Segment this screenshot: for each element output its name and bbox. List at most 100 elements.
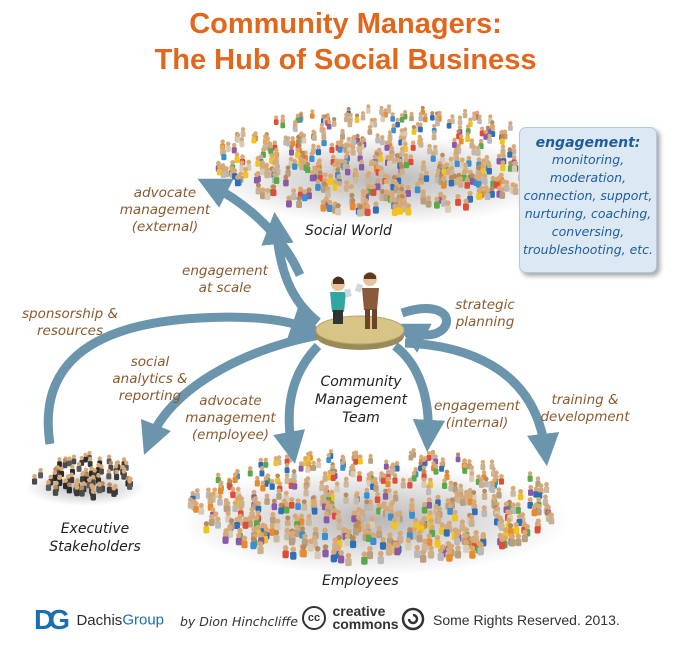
crowd-person-head bbox=[83, 467, 89, 472]
crowd-person bbox=[255, 187, 262, 195]
crowd-person-head bbox=[283, 490, 289, 496]
crowd-person-head bbox=[398, 197, 404, 203]
crowd-person-head bbox=[260, 164, 266, 169]
crowd-person-head bbox=[418, 172, 424, 178]
crowd-person bbox=[309, 155, 315, 163]
engagement-box: engagement: monitoring, moderation, conn… bbox=[519, 127, 657, 273]
crowd-person-head bbox=[411, 125, 417, 130]
crowd-person-head bbox=[334, 481, 340, 487]
crowd-person-head bbox=[316, 144, 321, 150]
crowd-person-head bbox=[348, 112, 353, 117]
crowd-person bbox=[334, 485, 340, 493]
crowd-person-head bbox=[232, 142, 237, 148]
crowd-person bbox=[527, 501, 533, 509]
crowd-person-head bbox=[265, 187, 271, 194]
crowd-person-head bbox=[63, 478, 68, 483]
crowd-person-head bbox=[524, 524, 530, 530]
crowd-person-head bbox=[349, 192, 355, 198]
crowd-person bbox=[500, 148, 506, 155]
crowd-person-head bbox=[386, 488, 392, 493]
crowd-person-head bbox=[492, 477, 497, 483]
crowd-person-head bbox=[280, 118, 285, 123]
crowd-person-head bbox=[259, 466, 265, 471]
crowd-person-head bbox=[467, 487, 473, 493]
crowd-person bbox=[230, 491, 236, 499]
crowd-person-head bbox=[537, 487, 542, 493]
crowd-person bbox=[52, 489, 59, 496]
crowd-person bbox=[276, 492, 282, 500]
crowd-person-head bbox=[330, 464, 335, 470]
crowd-person bbox=[457, 180, 464, 188]
crowd-person bbox=[508, 124, 513, 131]
crowd-person bbox=[278, 507, 284, 515]
crowd-person bbox=[454, 160, 460, 168]
crowd-person bbox=[452, 486, 458, 493]
crowd-person bbox=[407, 481, 413, 489]
crowd-person-head bbox=[366, 529, 372, 535]
crowd-person bbox=[385, 547, 393, 556]
crowd-person-head bbox=[346, 136, 352, 142]
crowd-person-head bbox=[493, 474, 498, 480]
crowd-person-head bbox=[230, 486, 236, 492]
crowd-person-head bbox=[378, 151, 383, 156]
crowd-person bbox=[345, 558, 352, 567]
crowd-person-head bbox=[53, 484, 58, 490]
crowd-person-head bbox=[444, 524, 450, 530]
crowd-person bbox=[379, 541, 387, 550]
crowd-person bbox=[534, 526, 541, 534]
crowd-person-head bbox=[310, 109, 315, 114]
engagement-item: nurturing, coaching, bbox=[524, 206, 652, 221]
crowd-person bbox=[225, 145, 231, 152]
crowd-person bbox=[448, 484, 454, 492]
crowd-person bbox=[239, 164, 245, 172]
crowd-person-head bbox=[454, 156, 460, 161]
crowd-person-head bbox=[363, 198, 369, 204]
crowd-person bbox=[489, 486, 496, 494]
crowd-person-head bbox=[54, 480, 59, 486]
crowd-person-head bbox=[343, 492, 349, 498]
flow-label-line: engagement bbox=[434, 398, 520, 414]
crowd-person bbox=[241, 540, 248, 549]
crowd-person bbox=[374, 496, 381, 504]
crowd-person-head bbox=[463, 108, 468, 113]
crowd-person bbox=[446, 122, 452, 129]
crowd-person-head bbox=[83, 452, 88, 457]
crowd-person-head bbox=[390, 112, 395, 117]
crowd-person-head bbox=[383, 488, 388, 494]
crowd-person-head bbox=[283, 174, 289, 180]
crowd-person bbox=[445, 205, 451, 213]
crowd-person bbox=[380, 116, 386, 123]
crowd-person-head bbox=[193, 501, 199, 507]
crowd-person bbox=[379, 139, 385, 146]
crowd-person-head bbox=[327, 199, 333, 205]
social-world-crowd bbox=[215, 104, 556, 217]
crowd-person-head bbox=[527, 497, 533, 503]
crowd-person bbox=[475, 149, 481, 157]
crowd-person-head bbox=[375, 491, 380, 497]
crowd-person-head bbox=[310, 170, 315, 175]
crowd-person-head bbox=[511, 144, 517, 149]
flow-label-line: management bbox=[185, 410, 276, 426]
crowd-person-head bbox=[401, 200, 408, 206]
crowd-person bbox=[411, 475, 417, 482]
crowd-person-head bbox=[306, 187, 312, 193]
crowd-person-head bbox=[391, 197, 397, 203]
crowd-person-head bbox=[428, 477, 433, 483]
crowd-person-head bbox=[265, 136, 271, 141]
crowd-person bbox=[45, 484, 52, 491]
crowd-person-head bbox=[239, 136, 245, 142]
crowd-person-head bbox=[437, 163, 442, 169]
crowd-person-head bbox=[345, 164, 351, 170]
crowd-person bbox=[344, 538, 351, 546]
crowd-person bbox=[314, 551, 321, 560]
crowd-person-head bbox=[368, 453, 373, 459]
crowd-person bbox=[222, 536, 229, 544]
crowd-person-head bbox=[515, 533, 522, 539]
crowd-person-head bbox=[262, 140, 268, 145]
crowd-person-head bbox=[426, 484, 431, 489]
crowd-person-head bbox=[533, 486, 539, 492]
crowd-person bbox=[498, 541, 506, 550]
engagement-item: troubleshooting, etc. bbox=[522, 242, 654, 257]
crowd-person-head bbox=[66, 482, 72, 488]
